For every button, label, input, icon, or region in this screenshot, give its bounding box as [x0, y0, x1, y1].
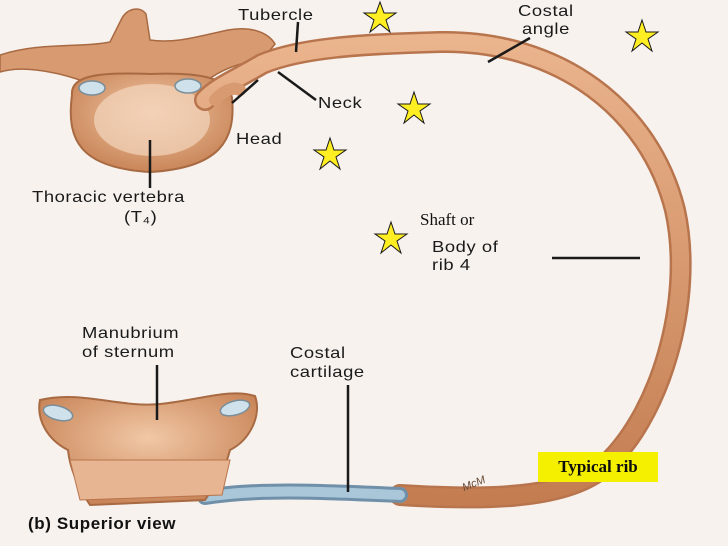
label-manubrium-line2: of sternum — [82, 344, 175, 361]
label-neck: Neck — [318, 95, 363, 112]
label-body-line2: rib 4 — [432, 257, 471, 274]
label-shaft: Shaft or — [420, 210, 475, 229]
label-body-line1: Body of — [432, 239, 499, 256]
star-icon — [373, 220, 409, 255]
label-vertebra-number: (T₄) — [124, 209, 158, 226]
star-icon — [312, 136, 348, 171]
star-markers — [312, 0, 660, 255]
view-title: (b) Superior view — [28, 514, 177, 533]
leader-lines — [148, 21, 640, 492]
star-icon — [362, 0, 398, 34]
label-costal-angle-line2: angle — [522, 21, 570, 38]
star-icon — [396, 90, 432, 125]
caption-typical-rib: Typical rib — [538, 452, 658, 482]
star-icon — [624, 18, 660, 53]
label-costal-cartilage-line2: cartilage — [290, 364, 365, 381]
manubrium-of-sternum — [38, 392, 258, 507]
label-costal-angle-line1: Costal — [518, 3, 574, 20]
label-thoracic-vertebra: Thoracic vertebra — [32, 189, 185, 206]
label-head: Head — [236, 131, 283, 148]
label-tubercle: Tubercle — [238, 7, 314, 24]
label-costal-cartilage-line1: Costal — [290, 345, 346, 362]
label-manubrium-line1: Manubrium — [82, 325, 180, 342]
